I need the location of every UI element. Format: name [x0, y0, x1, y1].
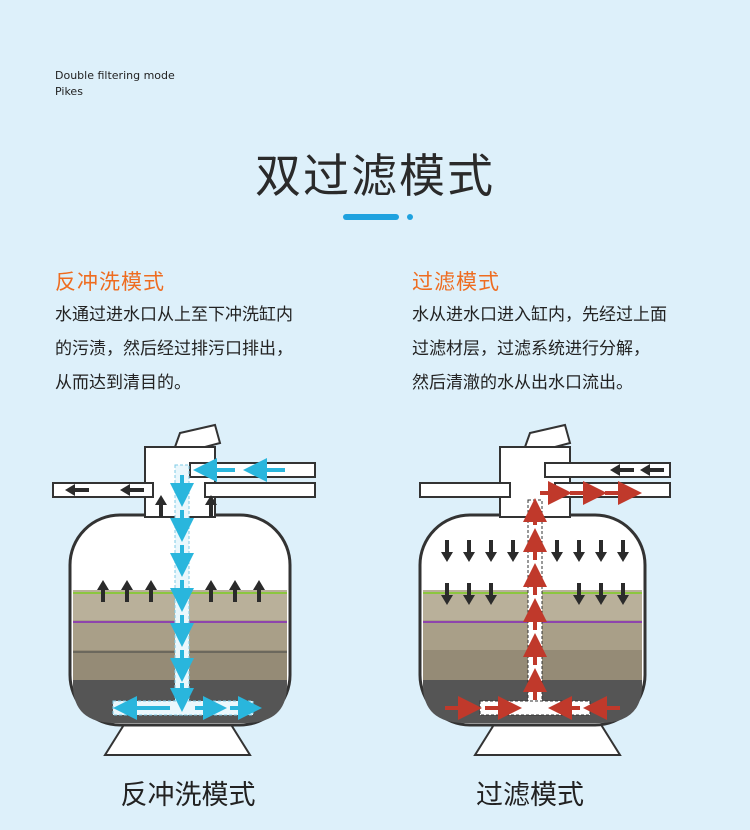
filtering-line-2: 过滤材层，过滤系统进行分解，	[412, 339, 650, 359]
backwash-heading: 反冲洗模式	[55, 270, 165, 294]
backwash-tank-diagram	[52, 423, 316, 756]
filtering-line-1: 水从进水口进入缸内，先经过上面	[412, 305, 667, 325]
filtering-flow-arrows	[445, 481, 642, 720]
subtitle-english: Double filtering mode	[55, 69, 175, 82]
filtering-tank-diagram	[418, 423, 671, 756]
drain-pipe	[204, 482, 316, 498]
subtitle-brand: Pikes	[55, 85, 83, 98]
backwash-line-2: 的污渍，然后经过排污口排出，	[55, 339, 293, 359]
filtering-line-3: 然后清澈的水从出水口流出。	[412, 373, 633, 393]
backwash-line-1: 水通过进水口从上至下冲洗缸内	[55, 305, 293, 325]
page-title: 双过滤模式	[255, 149, 495, 203]
title-accent-dot	[407, 214, 413, 220]
backwash-line-3: 从而达到清目的。	[55, 373, 191, 393]
backwash-flow-arrows	[113, 458, 285, 720]
filtering-description: 水从进水口进入缸内，先经过上面 过滤材层，过滤系统进行分解， 然后清澈的水从出水…	[412, 298, 667, 400]
valve-handle	[523, 423, 572, 448]
outlet-pipe	[419, 482, 511, 498]
filtering-caption: 过滤模式	[476, 780, 584, 811]
title-accent-bar	[343, 214, 399, 220]
header-small-text: Double filtering mode Pikes	[55, 68, 175, 100]
backwash-outlet-arrows	[65, 484, 144, 496]
valve-handle	[173, 423, 222, 448]
filtering-down-arrows	[441, 540, 629, 605]
inlet-pipe	[544, 462, 671, 478]
backwash-caption: 反冲洗模式	[120, 780, 256, 811]
backwash-description: 水通过进水口从上至下冲洗缸内 的污渍，然后经过排污口排出， 从而达到清目的。	[55, 298, 293, 400]
filtering-inlet-arrows	[610, 464, 664, 476]
filtering-heading: 过滤模式	[412, 270, 500, 294]
backwash-up-arrows	[97, 495, 265, 602]
